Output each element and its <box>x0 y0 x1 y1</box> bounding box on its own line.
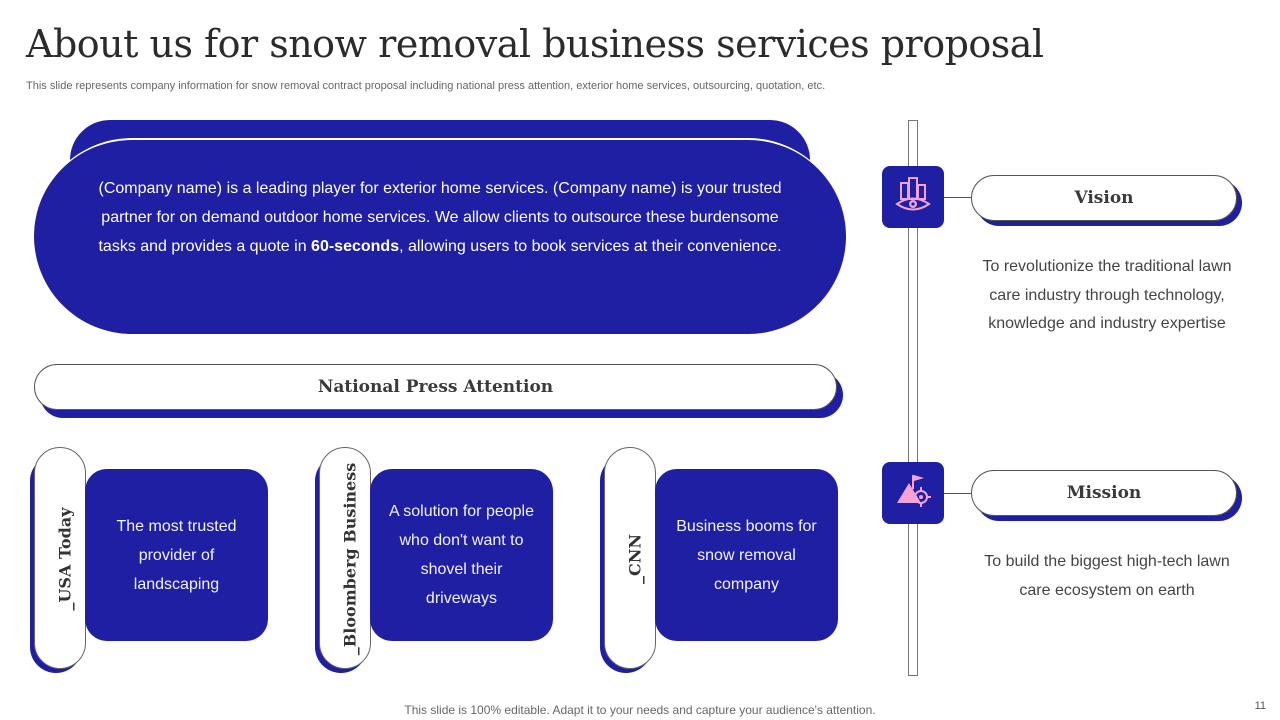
press-card-bloomberg: _Bloomberg Business A solution for peopl… <box>315 447 555 675</box>
press-quote-box: The most trusted provider of landscaping <box>85 469 268 641</box>
slide-subtitle: This slide represents company informatio… <box>26 80 826 92</box>
intro-text-before: (Company name) is a leading player for e… <box>98 179 782 255</box>
mission-icon-box <box>882 462 944 524</box>
press-tab: _CNN <box>604 447 656 669</box>
press-source-label: _Bloomberg Business <box>340 462 360 656</box>
mission-connector <box>944 493 974 494</box>
footer-note: This slide is 100% editable. Adapt it to… <box>404 703 876 717</box>
mission-text: To build the biggest high-tech lawn care… <box>984 553 1230 599</box>
press-quote-box: Business booms for snow removal company <box>655 469 838 641</box>
press-source-label: _CNN <box>625 534 645 584</box>
press-tab: _Bloomberg Business <box>319 447 371 669</box>
page-number: 11 <box>1254 700 1266 712</box>
mission-heading: Mission <box>971 470 1237 516</box>
vision-heading: Vision <box>971 175 1237 221</box>
timeline-line <box>908 120 918 676</box>
vision-icon-box <box>882 166 944 228</box>
intro-pill: (Company name) is a leading player for e… <box>34 138 846 334</box>
press-quote-box: A solution for people who don't want to … <box>370 469 553 641</box>
intro-text-after: , allowing users to book services at the… <box>399 237 782 255</box>
press-card-cnn: _CNN Business booms for snow removal com… <box>600 447 840 675</box>
intro-highlight: 60-seconds <box>311 237 400 255</box>
slide-title: About us for snow removal business servi… <box>26 22 1044 66</box>
press-card-usa-today: _USA Today The most trusted provider of … <box>30 447 270 675</box>
mission-flag-target-icon <box>893 471 933 516</box>
intro-text: (Company name) is a leading player for e… <box>95 174 785 261</box>
vision-text: To revolutionize the traditional lawn ca… <box>982 258 1232 332</box>
vision-eye-buildings-icon <box>893 175 933 220</box>
press-heading: National Press Attention <box>34 364 837 410</box>
press-tab: _USA Today <box>34 447 86 669</box>
vision-connector <box>944 197 974 198</box>
press-source-label: _USA Today <box>55 507 75 611</box>
